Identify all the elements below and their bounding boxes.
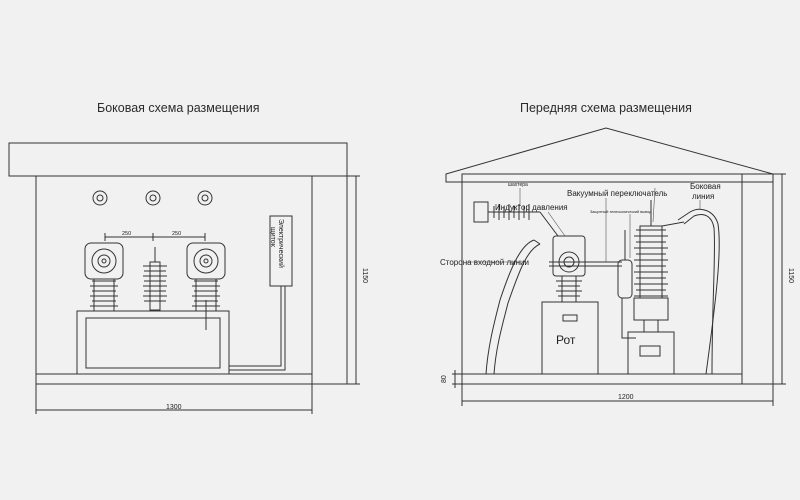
incoming-cable — [485, 239, 541, 375]
side-width-dimension — [35, 384, 313, 414]
pressure-inductor — [549, 235, 622, 303]
vacuum-switch — [627, 200, 685, 375]
front-enclosure — [461, 173, 743, 385]
front-width-label: 1200 — [618, 394, 634, 401]
fuse-label: Защитный телескопический вывод — [590, 210, 652, 214]
front-arrester — [473, 201, 559, 237]
side-width-label: 1300 — [166, 404, 182, 411]
side-line-label-1: Боковая — [690, 182, 721, 191]
front-base-label: 80 — [441, 375, 448, 383]
electrical-panel — [229, 215, 293, 371]
incoming-line-label: Сторона входной линии — [440, 258, 529, 267]
side-roof — [8, 142, 348, 177]
panel-label-line1: Электрический — [277, 219, 285, 268]
arrester-label: шахтера — [508, 182, 528, 188]
side-bushings-top — [92, 190, 213, 206]
rot-cabinet-label: Рот — [556, 333, 576, 347]
bushing-circle — [92, 190, 108, 206]
rot-cabinet — [541, 301, 599, 375]
protective-fuse — [617, 230, 636, 339]
panel-label-line2: щиток — [269, 227, 276, 248]
side-spacing-dimension — [104, 233, 206, 241]
left-bushing — [84, 242, 124, 312]
vacuum-switch-label: Вакуумный переключатель — [567, 189, 667, 198]
bushing-circle — [145, 190, 161, 206]
side-enclosure — [35, 175, 313, 385]
right-bushing — [186, 242, 226, 330]
front-view — [445, 127, 786, 406]
side-height-label: 1150 — [361, 268, 368, 283]
side-height-dimension — [347, 175, 360, 385]
center-arrester — [143, 247, 167, 311]
side-line-cable — [677, 208, 720, 375]
front-height-label: 1150 — [787, 268, 794, 283]
spacing-label-right: 250 — [172, 231, 181, 237]
side-view — [8, 142, 360, 414]
transformer-tank — [76, 310, 230, 375]
electrical-panel-label: Электрический щиток — [269, 219, 285, 268]
side-line-label-2: линия — [692, 192, 714, 201]
front-view-title: Передняя схема размещения — [520, 101, 692, 115]
front-base-dimension — [452, 370, 462, 388]
front-height-dimension — [773, 173, 786, 385]
bushing-circle — [197, 190, 213, 206]
leader-lines — [466, 187, 701, 263]
side-view-title: Боковая схема размещения — [97, 101, 260, 115]
front-width-dimension — [461, 384, 774, 406]
pressure-inductor-label: Индуктор давления — [495, 203, 568, 212]
spacing-label-left: 250 — [122, 231, 131, 237]
